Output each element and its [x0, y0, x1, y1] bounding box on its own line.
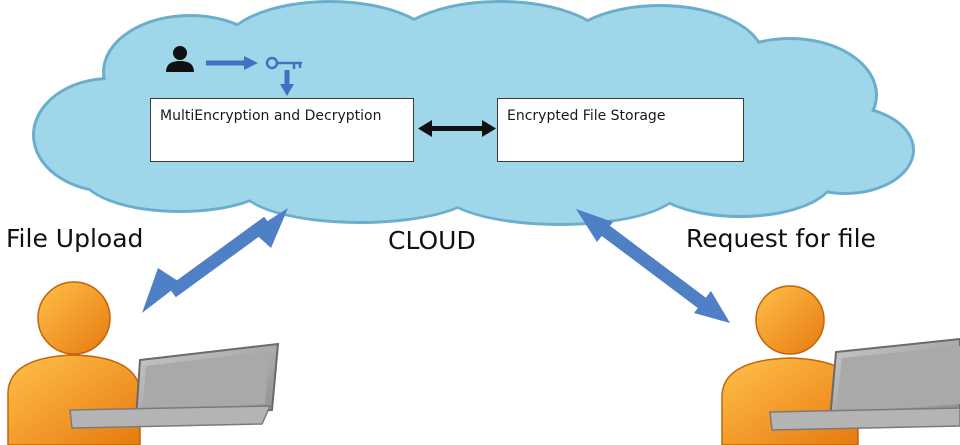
small-arrow-down	[280, 70, 294, 96]
cloud-label: CLOUD	[388, 226, 476, 255]
key-icon	[265, 56, 302, 70]
laptop-user-icon-right	[721, 285, 960, 445]
upload-double-arrow	[142, 208, 288, 313]
storage-box: Encrypted File Storage	[497, 98, 744, 162]
bidirectional-black-arrow	[418, 120, 496, 137]
laptop-user-icon	[7, 281, 280, 445]
request-for-file-label: Request for file	[686, 224, 876, 253]
user-icon	[166, 46, 194, 72]
small-arrow-right	[206, 56, 258, 70]
file-upload-label: File Upload	[6, 224, 144, 253]
request-double-arrow	[576, 209, 730, 323]
storage-box-label: Encrypted File Storage	[507, 108, 666, 124]
encryption-box-label: MultiEncryption and Decryption	[160, 108, 382, 124]
encryption-box: MultiEncryption and Decryption	[150, 98, 414, 162]
